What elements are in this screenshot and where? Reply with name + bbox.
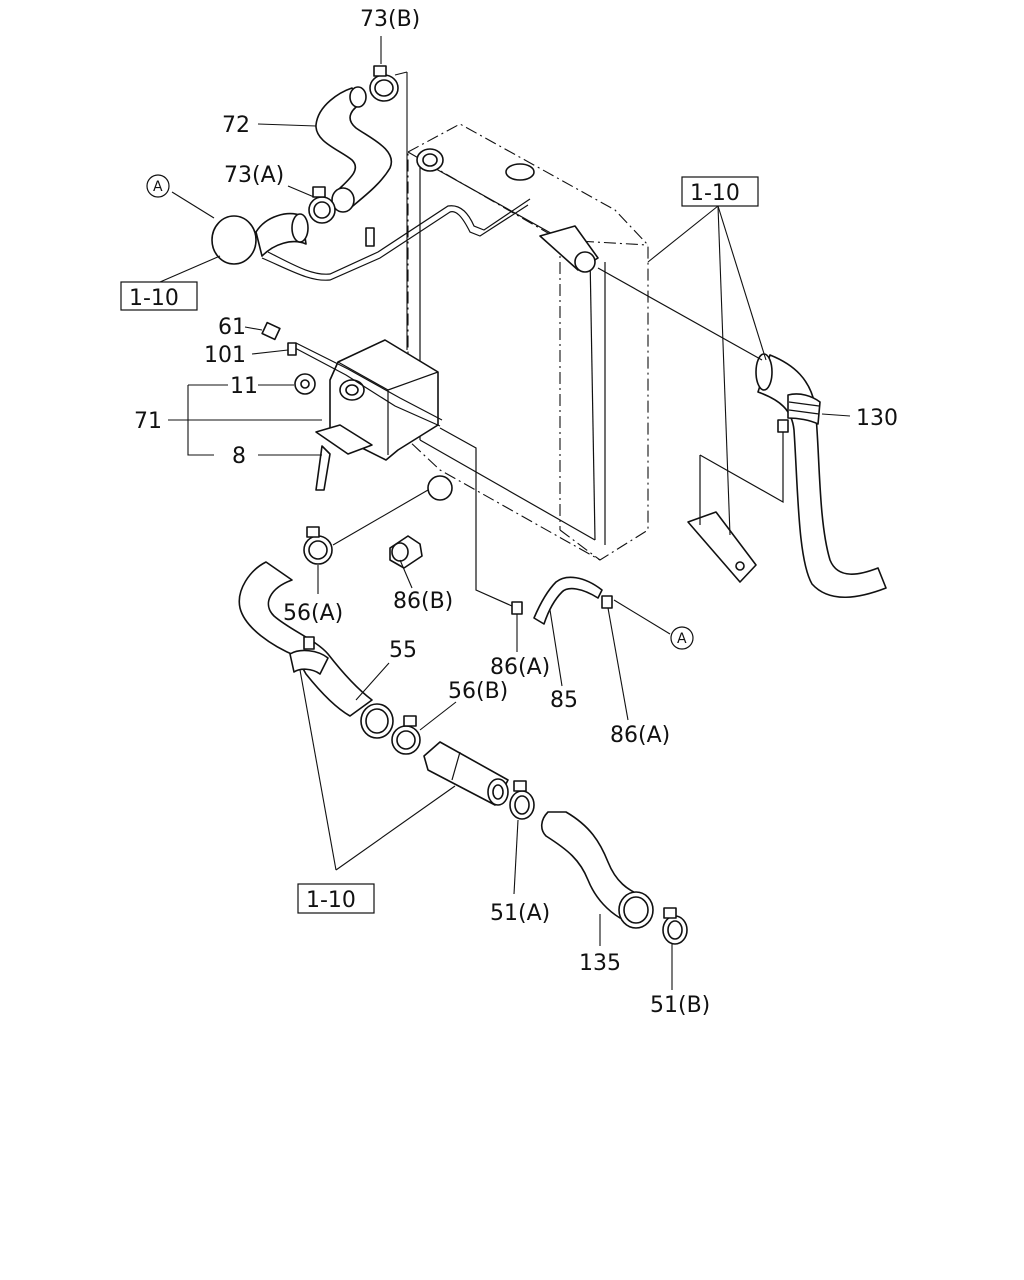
callout-51b: 51(B) bbox=[650, 993, 710, 1018]
hose-130 bbox=[755, 353, 887, 599]
callout-130: 130 bbox=[856, 406, 898, 431]
leader-lines bbox=[159, 36, 851, 990]
clamp-51b bbox=[662, 907, 688, 945]
callout-135: 135 bbox=[579, 951, 621, 976]
pipe-intermediate bbox=[423, 741, 509, 806]
tank-hose-8 bbox=[315, 445, 331, 491]
clamp-73a bbox=[308, 186, 336, 224]
clamp-56b bbox=[391, 715, 421, 755]
ref-label-right: 1-10 bbox=[690, 181, 740, 206]
overflow-pipe-upper bbox=[261, 198, 531, 281]
callout-61: 61 bbox=[218, 315, 246, 340]
callout-101: 101 bbox=[204, 343, 246, 368]
ref-box-bottom: 1-10 bbox=[297, 883, 375, 914]
tank-overflow-line bbox=[261, 321, 443, 427]
marker-a-right: A bbox=[670, 626, 694, 650]
hose-135 bbox=[540, 811, 654, 929]
ref-box-right: 1-10 bbox=[681, 176, 759, 207]
tank-cap-11 bbox=[294, 373, 316, 395]
callout-51a: 51(A) bbox=[490, 901, 550, 926]
clamp-56a bbox=[303, 526, 333, 565]
radiator-upper-fitting bbox=[416, 148, 444, 172]
ref-label-left: 1-10 bbox=[129, 286, 179, 311]
ref-label-bottom: 1-10 bbox=[306, 888, 356, 913]
marker-a-left-label: A bbox=[153, 179, 163, 195]
marker-a-right-label: A bbox=[677, 631, 687, 647]
callout-72: 72 bbox=[222, 113, 250, 138]
callout-11: 11 bbox=[230, 374, 258, 399]
clamp-51a bbox=[509, 780, 535, 820]
callout-73b: 73(B) bbox=[360, 7, 420, 32]
callout-8: 8 bbox=[232, 444, 246, 469]
bracket-right bbox=[687, 511, 757, 583]
radiator-side-fitting bbox=[539, 225, 599, 273]
tank-neck bbox=[339, 379, 365, 401]
hose-85 bbox=[439, 427, 613, 625]
pipe-130-line bbox=[597, 267, 784, 525]
callout-56a: 56(A) bbox=[283, 601, 343, 626]
engine-outlet-housing bbox=[211, 212, 309, 265]
reserve-tank-71 bbox=[315, 339, 439, 461]
callout-86b: 86(B) bbox=[393, 589, 453, 614]
callout-56b: 56(B) bbox=[448, 679, 508, 704]
marker-a-left: A bbox=[146, 174, 170, 198]
callout-71: 71 bbox=[134, 409, 162, 434]
callout-55: 55 bbox=[389, 638, 417, 663]
clip-86b bbox=[389, 535, 423, 569]
radiator-filler-neck bbox=[505, 163, 535, 181]
callout-85: 85 bbox=[550, 688, 578, 713]
upper-hose-72 bbox=[315, 86, 393, 213]
radiator-lower-fitting bbox=[427, 475, 453, 501]
callout-73a: 73(A) bbox=[224, 163, 284, 188]
callout-86a-2: 86(A) bbox=[610, 723, 670, 748]
ref-box-left: 1-10 bbox=[120, 281, 198, 311]
lower-hose-55 bbox=[238, 561, 394, 739]
callout-86a-1: 86(A) bbox=[490, 655, 550, 680]
clamp-73b bbox=[369, 65, 399, 102]
